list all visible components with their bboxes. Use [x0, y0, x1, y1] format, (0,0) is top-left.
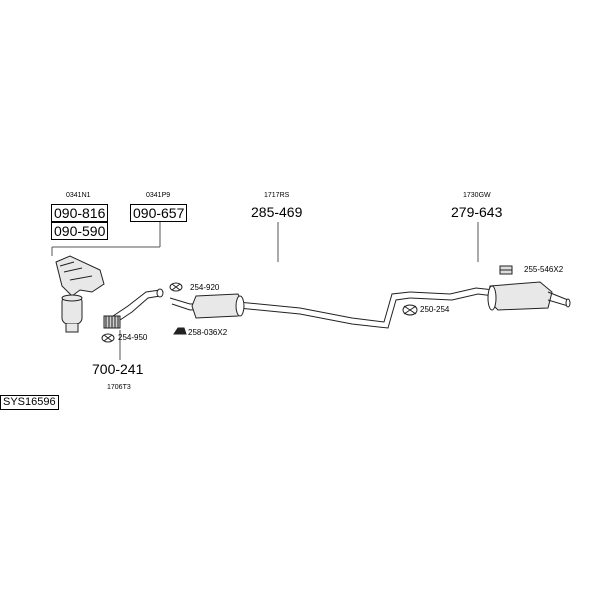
system-code: SYS16596 [0, 395, 59, 410]
clamp-icon-b [101, 333, 115, 343]
front-pipe [103, 288, 164, 329]
part-number-manifold-2: 090-590 [51, 222, 109, 240]
rubber-icon-b [499, 265, 513, 275]
accessory-clamp-b: 254-950 [118, 333, 148, 342]
pipe-ref: 0341P9 [146, 192, 171, 199]
accessory-clamp-a: 254-920 [190, 283, 220, 292]
part-number-mid: 285-469 [251, 204, 303, 220]
middle-silencer [169, 291, 411, 329]
part-number-rear: 279-643 [451, 204, 503, 220]
part-number-front: 700-241 [92, 361, 144, 377]
part-number-pipe: 090-657 [130, 204, 188, 222]
rear-muffler [409, 281, 571, 311]
accessory-clamp-c: 250-254 [420, 305, 450, 314]
rubber-icon-a [173, 327, 187, 335]
manifold-ref: 0341N1 [66, 192, 91, 199]
accessory-rubber-a: 258-036X2 [188, 328, 228, 337]
mid-ref: 1717RS [264, 192, 290, 199]
manifold-catalyst [55, 255, 105, 333]
accessory-rubber-b: 255-546X2 [524, 265, 564, 274]
clamp-icon-c [402, 304, 418, 316]
clamp-icon-a [169, 282, 183, 292]
rear-ref: 1730GW [463, 192, 491, 199]
front-ref: 1706T3 [107, 384, 131, 391]
part-number-manifold-1: 090-816 [51, 204, 109, 222]
